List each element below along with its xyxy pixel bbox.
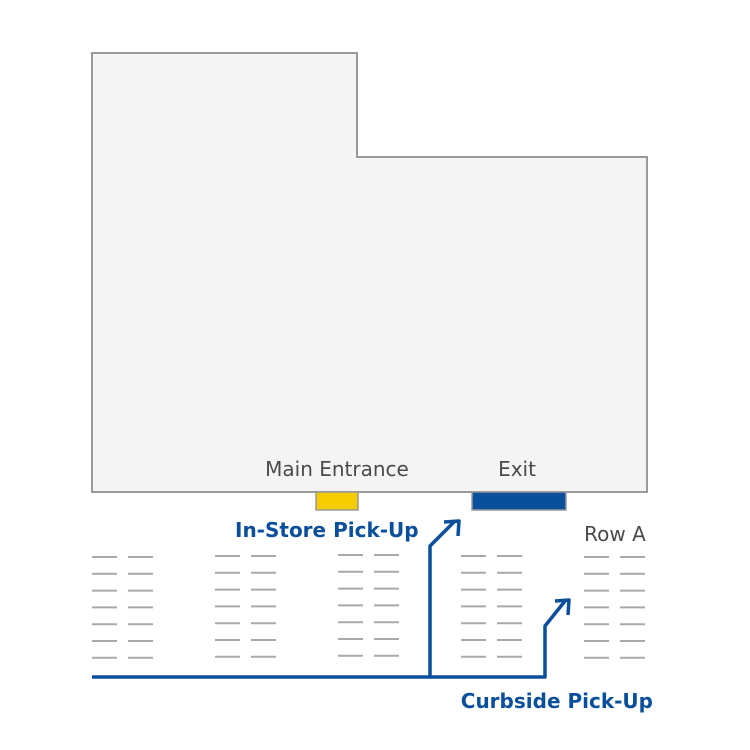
store-building	[91, 52, 648, 493]
parking-lot	[92, 554, 645, 659]
in-store-route	[92, 519, 457, 679]
curbside-route	[430, 599, 567, 679]
exit-door	[471, 491, 567, 511]
in-store-pickup-label: In-Store Pick-Up	[235, 518, 419, 542]
exit-label: Exit	[498, 457, 536, 481]
pickup-routes	[92, 519, 571, 679]
curbside-arrowhead-icon	[554, 598, 571, 616]
in-store-arrowhead-icon	[443, 519, 461, 537]
row-a-label: Row A	[584, 522, 646, 546]
curbside-pickup-label: Curbside Pick-Up	[461, 689, 653, 713]
main-entrance-door	[315, 491, 359, 511]
main-entrance-label: Main Entrance	[265, 457, 409, 481]
